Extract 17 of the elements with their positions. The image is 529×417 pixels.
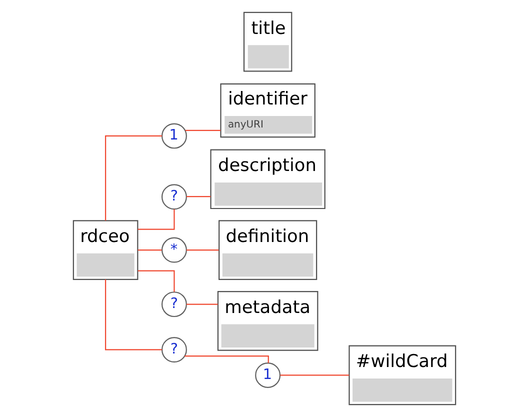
connector [184,356,269,363]
connector [186,196,211,198]
node-circle: 1 [255,362,281,388]
node-circle: ? [161,184,187,210]
connector [105,135,162,221]
node-circle: ? [161,336,187,362]
node-circle: ? [161,292,187,318]
connector [186,249,219,251]
connector [280,374,350,376]
connector [138,209,175,230]
connector [105,279,162,350]
connector [138,249,162,251]
connector [185,130,221,131]
node-circle: 1 [161,123,187,149]
connector [138,270,175,292]
node-circle: * [161,237,187,263]
connector [186,304,218,305]
